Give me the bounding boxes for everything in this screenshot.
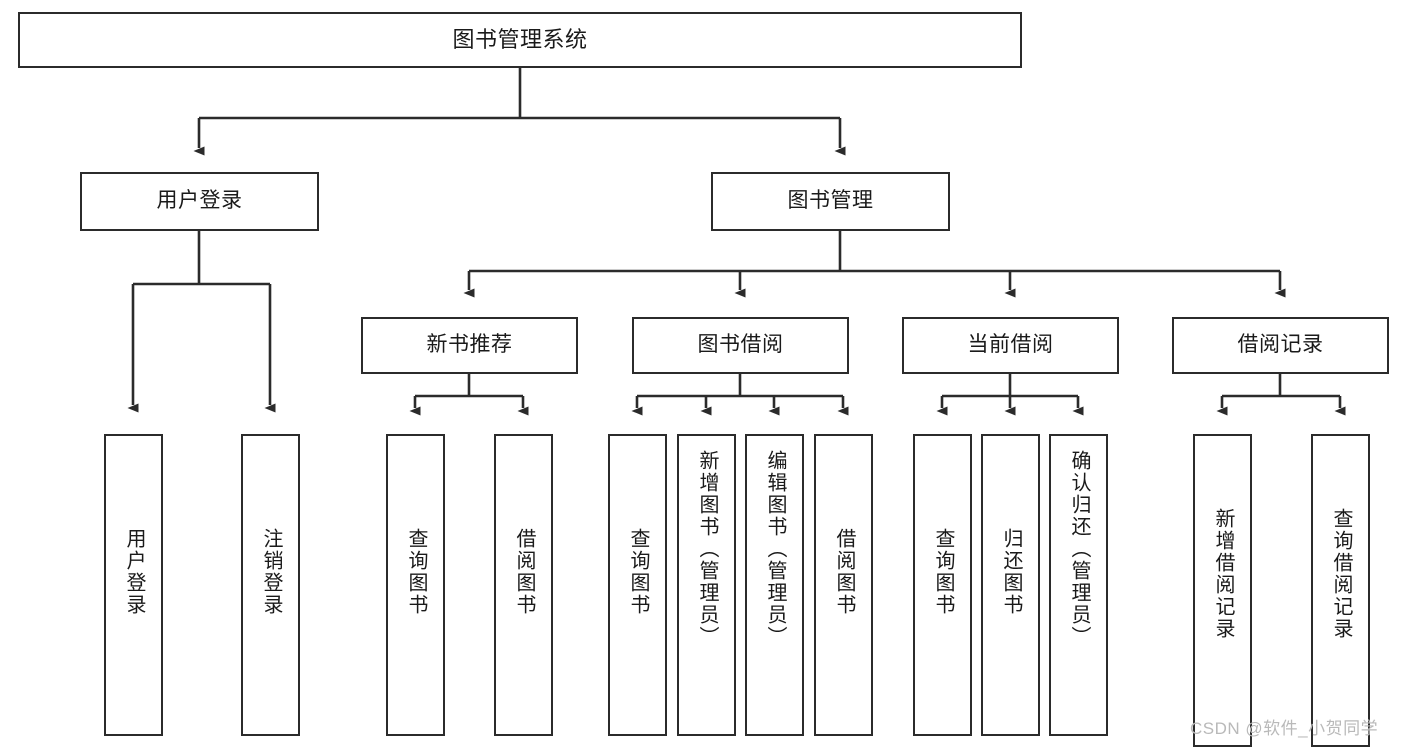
- leaf-query-books-recommend[interactable]: 查询图书: [386, 434, 445, 736]
- leaf-borrow-books[interactable]: 借阅图书: [814, 434, 873, 736]
- node-label: 图书管理系统: [452, 27, 588, 53]
- node-label: 用户登录: [156, 189, 243, 213]
- node-label: 用户登录: [123, 528, 145, 616]
- node-borrow-records[interactable]: 借阅记录: [1172, 317, 1389, 374]
- node-label: 归还图书: [1000, 528, 1022, 616]
- node-label: 查询图书: [932, 528, 954, 616]
- leaf-confirm-return-admin[interactable]: 确认归还（管理员）: [1049, 434, 1108, 736]
- node-label: 新增图书（管理员）: [696, 450, 718, 648]
- node-label: 查询图书: [405, 528, 427, 616]
- node-book-borrow[interactable]: 图书借阅: [632, 317, 849, 374]
- leaf-logout[interactable]: 注销登录: [241, 434, 300, 736]
- node-current-borrow[interactable]: 当前借阅: [902, 317, 1119, 374]
- node-label: 借阅图书: [833, 528, 855, 616]
- leaf-query-books-borrow[interactable]: 查询图书: [608, 434, 667, 736]
- node-label: 查询图书: [627, 528, 649, 616]
- leaf-query-borrow-record[interactable]: 查询借阅记录: [1311, 434, 1370, 747]
- node-book-management[interactable]: 图书管理: [711, 172, 950, 231]
- node-user-login[interactable]: 用户登录: [80, 172, 319, 231]
- leaf-return-books[interactable]: 归还图书: [981, 434, 1040, 736]
- node-label: 编辑图书（管理员）: [764, 450, 786, 648]
- node-label: 图书管理: [787, 189, 874, 213]
- leaf-query-books-current[interactable]: 查询图书: [913, 434, 972, 736]
- node-label: 借阅图书: [513, 528, 535, 616]
- node-root-book-management-system[interactable]: 图书管理系统: [18, 12, 1022, 68]
- node-label: 图书借阅: [697, 333, 784, 357]
- leaf-edit-book-admin[interactable]: 编辑图书（管理员）: [745, 434, 804, 736]
- node-label: 注销登录: [260, 528, 282, 616]
- node-label: 借阅记录: [1237, 333, 1324, 357]
- node-label: 确认归还（管理员）: [1068, 450, 1090, 648]
- node-label: 新增借阅记录: [1212, 508, 1234, 640]
- csdn-watermark: CSDN @软件_小贺同学: [1190, 719, 1379, 738]
- leaf-add-book-admin[interactable]: 新增图书（管理员）: [677, 434, 736, 736]
- node-label: 新书推荐: [426, 333, 513, 357]
- node-label: 当前借阅: [967, 333, 1054, 357]
- node-label: 查询借阅记录: [1330, 508, 1352, 640]
- leaf-borrow-books-recommend[interactable]: 借阅图书: [494, 434, 553, 736]
- leaf-add-borrow-record[interactable]: 新增借阅记录: [1193, 434, 1252, 747]
- leaf-user-login[interactable]: 用户登录: [104, 434, 163, 736]
- node-new-book-recommendation[interactable]: 新书推荐: [361, 317, 578, 374]
